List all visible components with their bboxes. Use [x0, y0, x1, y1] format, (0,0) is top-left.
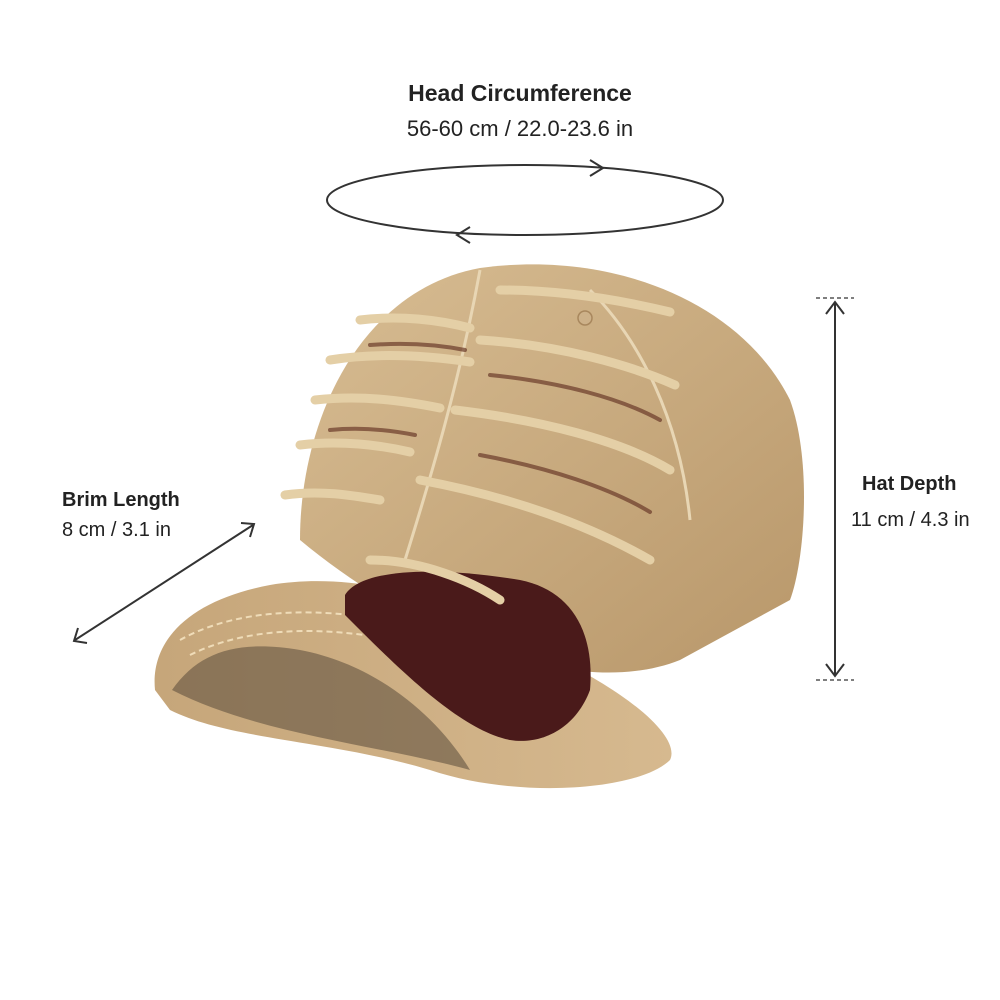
hat-depth-title: Hat Depth — [862, 473, 957, 495]
double-arrow-vertical-icon — [816, 297, 854, 681]
head-circumference-value: 56-60 cm / 22.0-23.6 in — [406, 116, 634, 141]
head-circumference-title: Head Circumference — [408, 80, 632, 106]
double-arrow-diagonal-icon — [72, 522, 256, 644]
ellipse-arrows-icon — [326, 159, 724, 244]
hat-depth-value: 11 cm / 4.3 in — [851, 509, 970, 531]
hat-image — [154, 264, 804, 789]
brim-length-value: 8 cm / 3.1 in — [62, 519, 171, 541]
brim-length-title: Brim Length — [62, 489, 180, 511]
